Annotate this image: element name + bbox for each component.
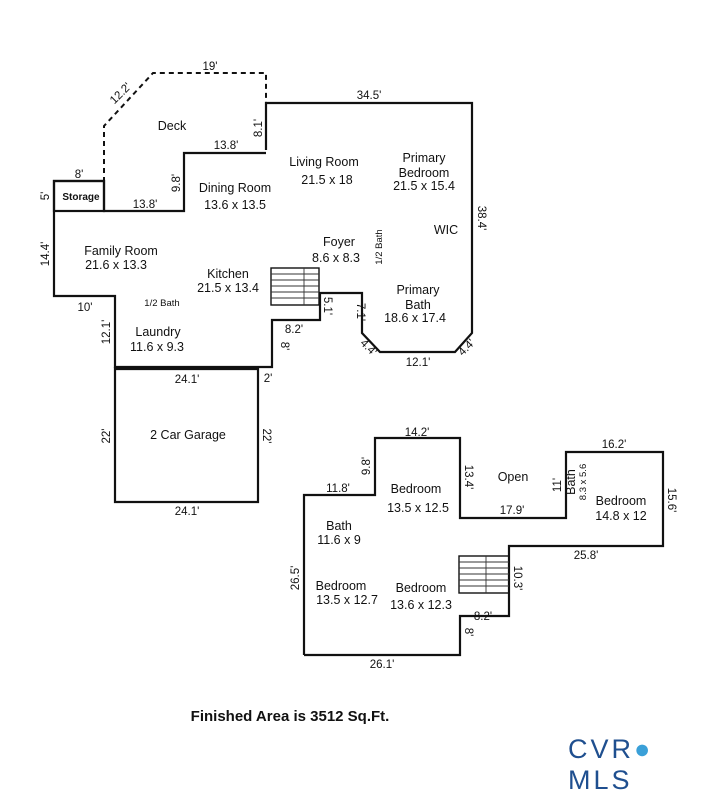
room-primary-bath-dims: 18.6 x 17.4 xyxy=(384,311,446,325)
dim-4-4-right: 4.4' xyxy=(456,337,477,358)
dim-9-8-main: 9.8' xyxy=(171,174,183,192)
dim-15-6: 15.6' xyxy=(665,488,677,513)
room-half-bath-1: 1/2 Bath xyxy=(374,229,385,264)
room-foyer-dims: 8.6 x 8.3 xyxy=(312,251,360,265)
dim-9-8-upper: 9.8' xyxy=(361,457,373,475)
room-kitchen-dims: 21.5 x 13.4 xyxy=(197,281,259,295)
room-wic: WIC xyxy=(434,223,458,237)
dim-8-upper: 8' xyxy=(462,628,474,637)
upper-stairs xyxy=(459,556,509,593)
dim-22-right: 22' xyxy=(260,429,272,444)
room-laundry-dims: 11.6 x 9.3 xyxy=(130,340,184,354)
finished-area-caption: Finished Area is 3512 Sq.Ft. xyxy=(190,708,390,725)
dim-19: 19' xyxy=(203,61,218,73)
dim-7-1: 7.1' xyxy=(354,303,366,321)
room-bedroom-b-dims: 14.8 x 12 xyxy=(595,509,646,523)
room-primary-bedroom-dims: 21.5 x 15.4 xyxy=(393,179,455,193)
dim-5-storage: 5' xyxy=(40,192,52,201)
dim-12-1-laundry: 12.1' xyxy=(101,320,113,345)
dim-13-4: 13.4' xyxy=(462,465,474,490)
dim-14-4: 14.4' xyxy=(40,242,52,267)
dim-13-8-bottom: 13.8' xyxy=(133,199,158,211)
dim-12-2: 12.2' xyxy=(108,81,134,107)
room-family: Family Room xyxy=(84,244,158,258)
dim-8-stair: 8' xyxy=(278,342,290,351)
room-half-bath-2: 1/2 Bath xyxy=(144,298,179,309)
dim-26-1: 26.1' xyxy=(370,659,395,671)
room-primary-bath-2: Bath xyxy=(405,298,431,312)
brand-logo: CVR●MLS xyxy=(568,734,713,796)
room-laundry: Laundry xyxy=(135,325,181,339)
dim-2: 2' xyxy=(264,373,273,385)
dim-24-1-bottom: 24.1' xyxy=(175,506,200,518)
upper-floor-outline xyxy=(302,436,665,657)
room-bath-small: Bath xyxy=(564,469,578,495)
dim-13-8-top: 13.8' xyxy=(214,140,239,152)
room-dining-dims: 13.6 x 13.5 xyxy=(204,198,266,212)
dim-12-1-bath: 12.1' xyxy=(406,357,431,369)
room-dining: Dining Room xyxy=(199,181,271,195)
brand-right: MLS xyxy=(568,765,633,795)
main-stairs xyxy=(271,268,319,305)
room-living: Living Room xyxy=(289,155,358,169)
room-bath-small-dims: 8.3 x 5.6 xyxy=(578,464,589,500)
dim-4-4-left: 4.4' xyxy=(357,337,378,358)
dim-25-8: 25.8' xyxy=(574,550,599,562)
room-open: Open xyxy=(498,470,529,484)
brand-left: CVR xyxy=(568,734,635,764)
room-foyer: Foyer xyxy=(323,235,355,249)
floor-plan: Deck Living Room 21.5 x 18 Primary Bedro… xyxy=(40,61,677,671)
room-primary-bedroom-2: Bedroom xyxy=(399,166,450,180)
room-kitchen: Kitchen xyxy=(207,267,249,281)
room-bedroom-d-dims: 13.6 x 12.3 xyxy=(390,598,452,612)
room-living-dims: 21.5 x 18 xyxy=(301,173,352,187)
room-storage: Storage xyxy=(62,192,100,203)
room-bedroom-c: Bedroom xyxy=(316,579,367,593)
dim-8-storage: 8' xyxy=(75,169,84,181)
dim-24-1-top: 24.1' xyxy=(175,374,200,386)
room-primary-bath: Primary xyxy=(396,283,440,297)
room-bath-upper-dims: 11.6 x 9 xyxy=(317,533,361,547)
dim-11: 11' xyxy=(552,478,564,492)
room-bedroom-a: Bedroom xyxy=(391,482,442,496)
dim-26-5: 26.5' xyxy=(290,566,302,591)
dim-8-2-upper: 8.2' xyxy=(474,611,492,623)
dim-10: 10' xyxy=(78,302,93,314)
room-deck: Deck xyxy=(158,119,187,133)
dim-10-3: 10.3' xyxy=(511,566,523,591)
garage-outline xyxy=(113,367,260,504)
room-bedroom-d: Bedroom xyxy=(396,581,447,595)
room-garage: 2 Car Garage xyxy=(150,428,226,442)
storage-outline xyxy=(52,179,106,213)
dim-22-left: 22' xyxy=(101,429,113,444)
room-bedroom-a-dims: 13.5 x 12.5 xyxy=(387,501,449,515)
map-pin-icon: ● xyxy=(634,734,654,764)
room-bedroom-c-dims: 13.5 x 12.7 xyxy=(316,593,378,607)
room-bath-upper: Bath xyxy=(326,519,352,533)
dim-5-1: 5.1' xyxy=(321,297,333,315)
dim-34-5: 34.5' xyxy=(357,90,382,102)
dim-8-2-main: 8.2' xyxy=(285,324,303,336)
room-bedroom-b: Bedroom xyxy=(596,494,647,508)
dim-8-1: 8.1' xyxy=(253,119,265,137)
deck-outline xyxy=(103,72,267,182)
dim-14-2: 14.2' xyxy=(405,427,430,439)
dim-17-9: 17.9' xyxy=(500,505,525,517)
dim-38-4: 38.4' xyxy=(475,206,487,231)
room-family-dims: 21.6 x 13.3 xyxy=(85,258,147,272)
main-floor-outline xyxy=(52,101,474,369)
dim-11-8: 11.8' xyxy=(326,483,350,495)
room-primary-bedroom: Primary xyxy=(402,151,446,165)
dim-16-2: 16.2' xyxy=(602,439,627,451)
